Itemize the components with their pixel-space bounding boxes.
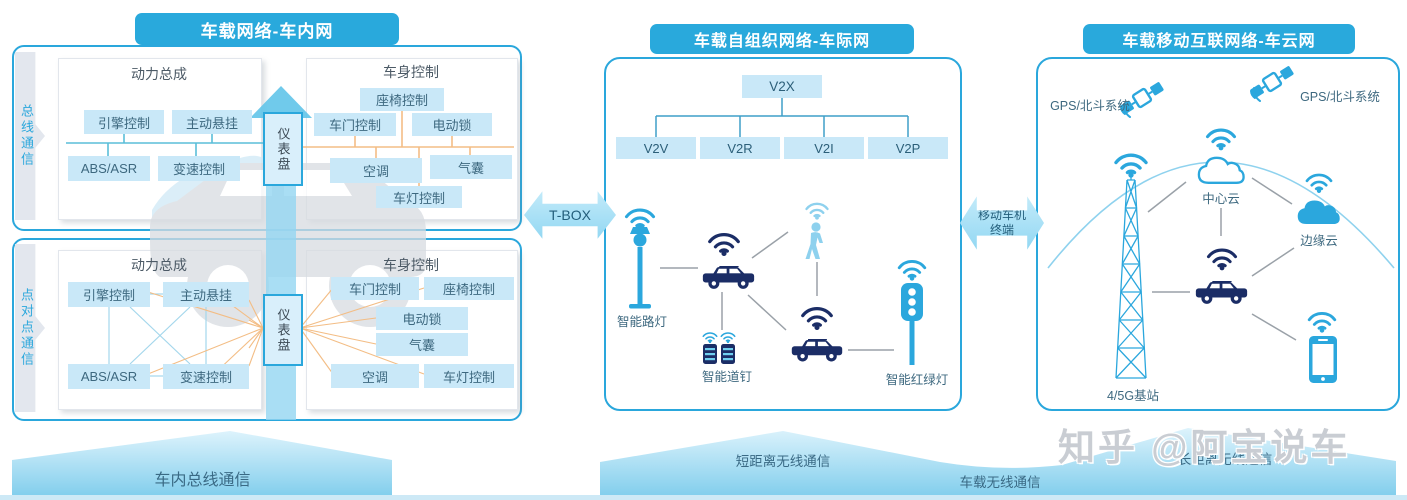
chip-engine-control-p2p: 引擎控制 [68, 282, 150, 307]
gps-left-label: GPS/北斗系统 [1050, 99, 1130, 113]
chip-v2v: V2V [616, 137, 696, 159]
terminal-label-line2: 终端 [989, 223, 1014, 237]
terminal-label-line1: 移动车机 [977, 208, 1026, 222]
section-title-vanet: 车载自组织网络-车际网 [650, 24, 914, 54]
terminal-arrow: 移动车机 终端 [960, 196, 1044, 250]
chip-airbag: 气囊 [430, 155, 512, 179]
chip-electric-lock-p2p: 电动锁 [376, 307, 468, 330]
chip-v2x: V2X [742, 75, 822, 98]
chip-active-suspension-p2p: 主动悬挂 [163, 282, 249, 307]
body-bus-title: 车身控制 [383, 64, 439, 80]
banner-vehicle-wireless: 车载无线通信 [959, 475, 1041, 490]
watermark-text: 知乎 @阿宝说车 [1058, 427, 1351, 468]
chip-airbag-p2p: 气囊 [376, 333, 468, 356]
powertrain-bus-title: 动力总成 [131, 66, 187, 82]
tbox-arrow: T-BOX [524, 191, 616, 239]
chip-seat-control-p2p: 座椅控制 [424, 277, 514, 300]
chip-air-conditioner-p2p: 空调 [331, 364, 419, 388]
chip-transmission-control: 变速控制 [158, 156, 240, 181]
tbox-label: T-BOX [548, 206, 591, 223]
gps-right-label: GPS/北斗系统 [1300, 90, 1380, 104]
edge-cloud-label: 边缘云 [1300, 234, 1338, 248]
banner-short-range: 短距离无线通信 [735, 454, 831, 469]
base-station-label: 4/5G基站 [1106, 389, 1160, 403]
chip-light-control: 车灯控制 [376, 186, 462, 208]
chip-engine-control: 引擎控制 [84, 110, 164, 134]
chip-abs-asr: ABS/ASR [68, 156, 150, 181]
section-title-invehicle: 车载网络-车内网 [135, 13, 399, 45]
dashboard-box-p2p: 仪表盘 [263, 294, 303, 366]
dashboard-box-bus: 仪表盘 [263, 112, 303, 186]
panel-vanet [604, 57, 962, 411]
chip-v2r: V2R [700, 137, 780, 159]
road-studs-label: 智能道钉 [701, 370, 752, 384]
chip-seat-control: 座椅控制 [360, 88, 444, 111]
chip-v2p: V2P [868, 137, 948, 159]
chip-active-suspension: 主动悬挂 [172, 110, 252, 134]
center-cloud-label: 中心云 [1202, 192, 1240, 206]
section-title-cloud: 车载移动互联网络-车云网 [1083, 24, 1355, 54]
chip-light-control-p2p: 车灯控制 [424, 364, 514, 388]
chip-door-control: 车门控制 [314, 113, 396, 136]
chip-door-control-p2p: 车门控制 [331, 277, 419, 300]
traffic-light-label: 智能红绿灯 [885, 373, 949, 387]
body-p2p-title: 车身控制 [383, 257, 439, 273]
chip-v2i: V2I [784, 137, 864, 159]
chip-electric-lock: 电动锁 [412, 113, 492, 136]
powertrain-p2p-title: 动力总成 [131, 257, 187, 273]
chip-transmission-control-p2p: 变速控制 [163, 364, 249, 389]
smart-lamp-label: 智能路灯 [616, 315, 667, 329]
banner-in-vehicle-bus: 车内总线通信 [154, 472, 251, 489]
chip-air-conditioner: 空调 [330, 158, 422, 183]
chip-abs-asr-p2p: ABS/ASR [68, 364, 150, 389]
